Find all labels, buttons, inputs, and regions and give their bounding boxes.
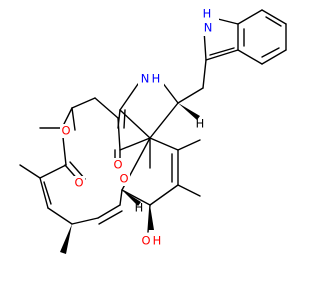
ketone-o-core-label: O <box>119 172 128 186</box>
stereo-h-top-label: H <box>196 117 205 131</box>
hydroxyl-h-label: H <box>153 234 162 248</box>
molecule-canvas: H N N H O O O O O H H H <box>19 6 287 254</box>
atom-labels: H N N H O O O O O H H H <box>60 7 219 248</box>
stereo-wedges <box>60 103 200 254</box>
molecule-structure: H N N H O O O O O H H H <box>19 7 287 254</box>
ketone-o-left-label: O <box>74 176 83 190</box>
stereo-h-bottom-label: H <box>135 201 144 215</box>
lactam-h-label: H <box>152 72 161 86</box>
indole-h-label: H <box>203 7 212 21</box>
lactam-o-label: O <box>113 158 122 172</box>
ketone-o-top-label: O <box>61 124 70 138</box>
indole-n-label: N <box>204 21 213 35</box>
hydroxyl-o-label: O <box>141 234 150 248</box>
bond-network <box>19 9 287 233</box>
lactam-n-label: N <box>141 72 150 86</box>
